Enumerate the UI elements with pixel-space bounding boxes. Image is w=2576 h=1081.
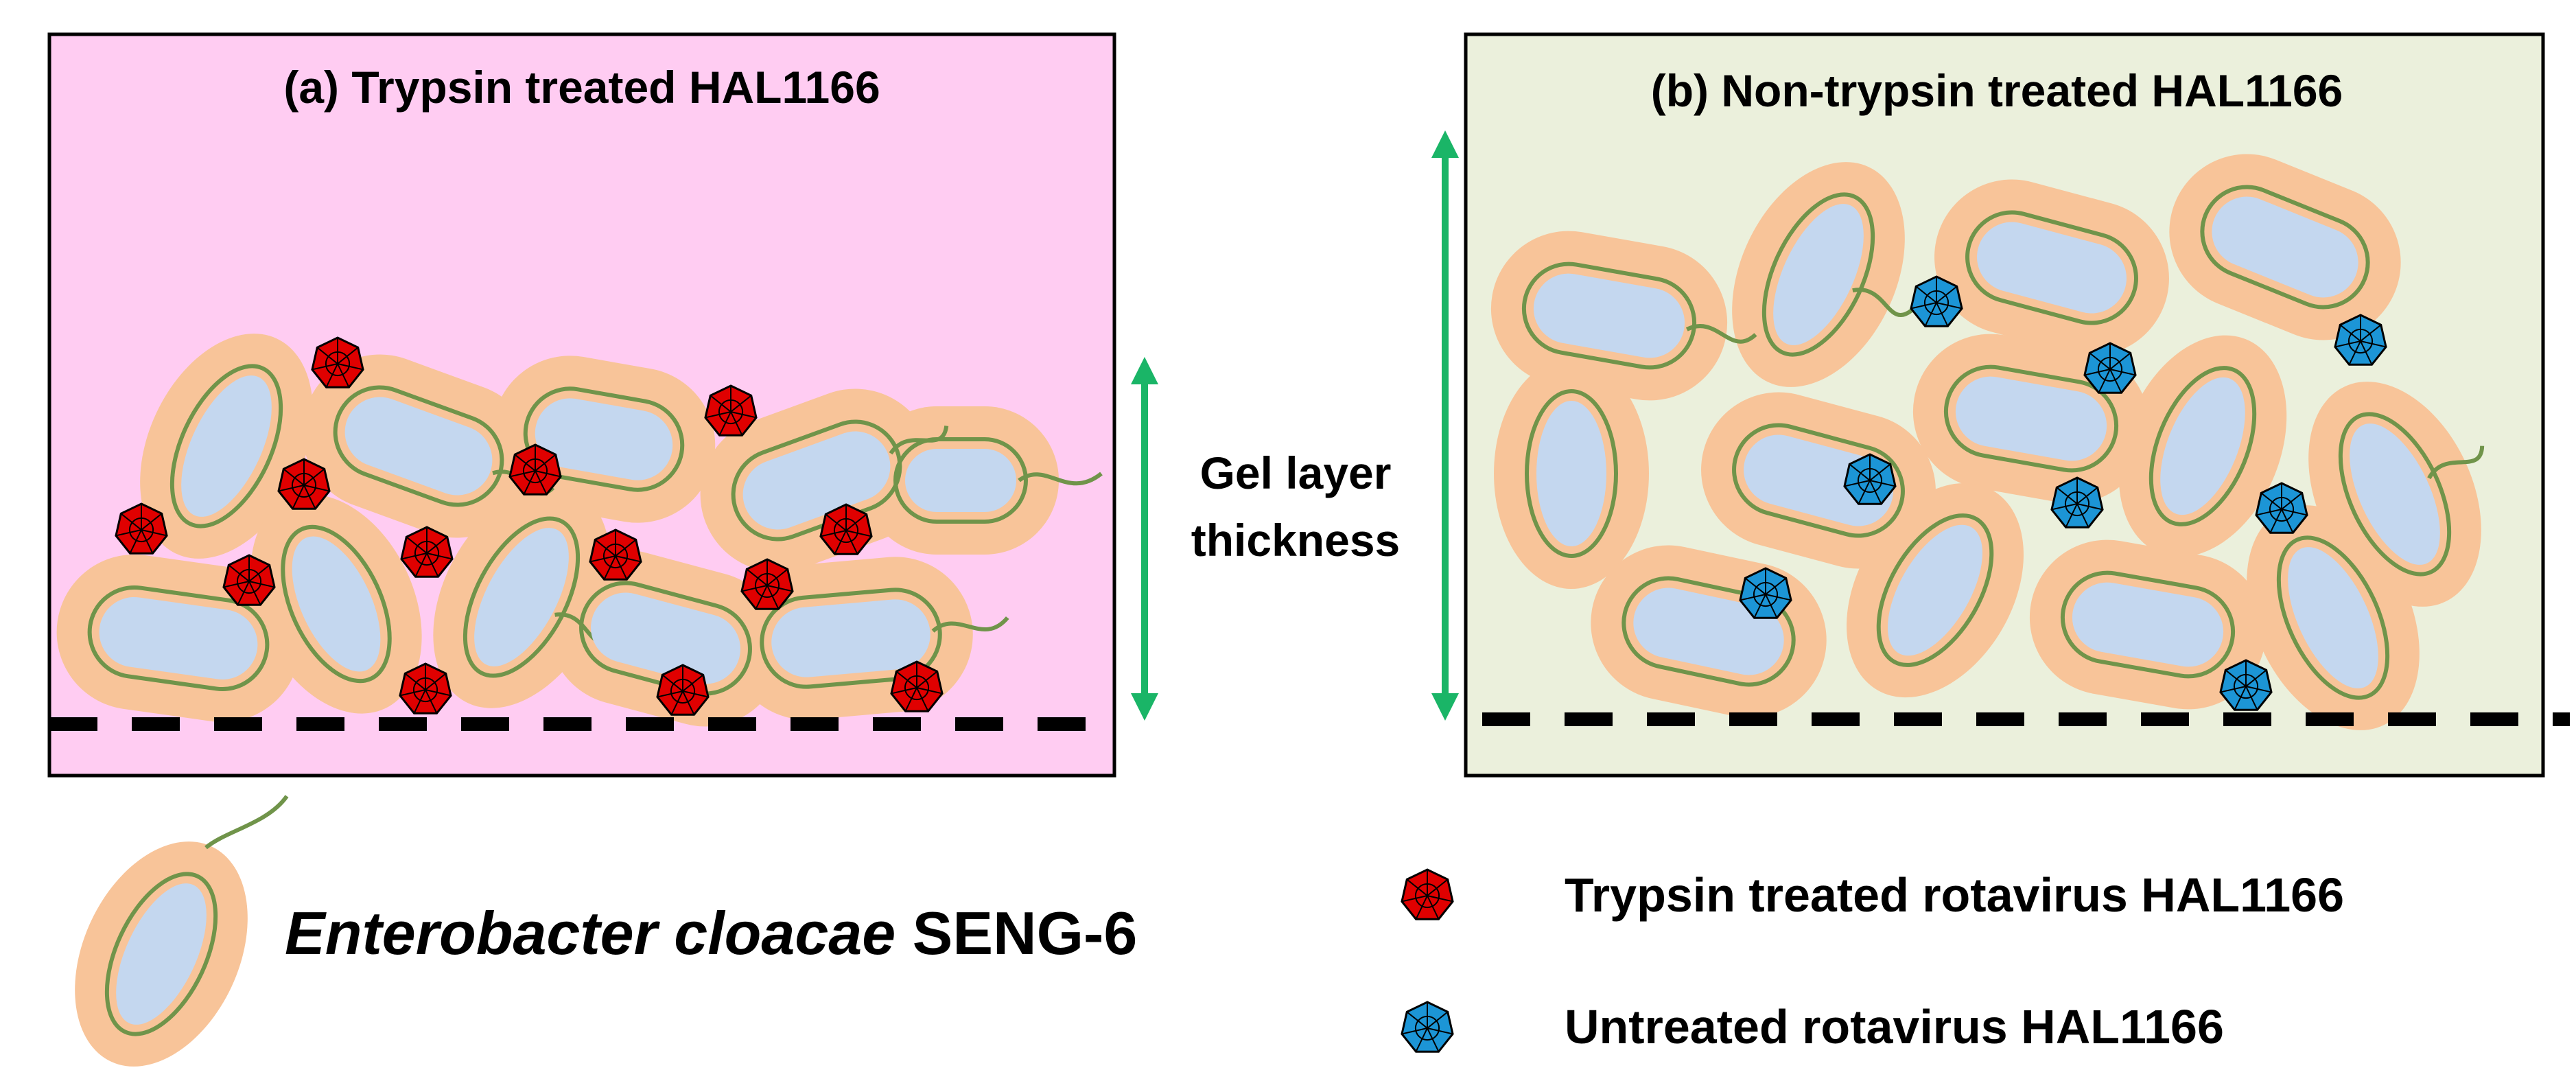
virus-particle — [819, 503, 873, 555]
panel-a-title: (a) Trypsin treated HAL1166 — [283, 62, 880, 113]
virus-particle — [2255, 482, 2308, 534]
virus-particle — [2050, 476, 2104, 528]
virus-particle — [277, 458, 331, 510]
virus-particle — [1401, 868, 1454, 920]
flagellum — [1852, 288, 1913, 317]
flagellum — [2427, 445, 2485, 480]
panel-b-title: (b) Non-trypsin treated HAL1166 — [1651, 65, 2343, 116]
legend-flagellum — [204, 795, 289, 850]
bacterium-cell — [579, 581, 752, 696]
bacterium-cell — [1732, 423, 1905, 538]
bacterium-cell — [523, 386, 685, 492]
virus-particle — [589, 528, 642, 581]
legend-trypsin-virus-label: Trypsin treated rotavirus HAL1166 — [1565, 868, 2344, 922]
virus-particle — [1739, 567, 1792, 619]
flagellum — [1018, 472, 1103, 486]
flagellum — [1685, 324, 1757, 344]
bacterium-cell — [2338, 412, 2485, 577]
gel-label-line1: Gel layer — [1200, 447, 1392, 498]
bacterium-cell — [760, 588, 1009, 689]
bacterium-cell — [1761, 192, 1913, 357]
virus-particle — [1910, 275, 1963, 327]
virus-particle — [2083, 342, 2137, 394]
legend-bacterium-species: Enterobacter cloacae — [285, 899, 895, 967]
legend-untreated-virus-label: Untreated rotavirus HAL1166 — [1565, 1000, 2224, 1054]
bacterium-cell — [87, 585, 270, 692]
bacterium-cell — [1943, 364, 2119, 473]
virus-particle — [400, 526, 454, 578]
virus-particle — [656, 664, 710, 716]
bacterium-cell — [281, 524, 392, 684]
virus-particle — [399, 662, 452, 714]
virus-particle — [740, 558, 794, 610]
gel-label-line2: thickness — [1191, 515, 1400, 566]
legend-bacterium-icon — [75, 795, 289, 1067]
legend-bacterium-label: Enterobacter cloacae SENG-6 — [285, 899, 1137, 967]
bacterium-cell — [2200, 185, 2370, 310]
legend-red-virus-icon — [1401, 868, 1454, 920]
virus-particle — [222, 554, 276, 606]
virus-particle — [115, 502, 168, 555]
flagellum — [931, 616, 1009, 633]
legend-bacterium-strain: SENG-6 — [895, 899, 1137, 967]
virus-particle — [2219, 659, 2273, 711]
bacterium-cell — [1521, 261, 1757, 370]
panel-b-biofilm — [1490, 154, 2485, 730]
bacterium-cell — [1965, 210, 2138, 325]
bacterium-cell — [1621, 576, 1796, 687]
legend-blue-virus-icon — [1401, 1001, 1454, 1053]
bacterium-cell — [2148, 366, 2257, 526]
bacterium-cell — [104, 872, 218, 1036]
panel-a-biofilm — [56, 334, 1103, 727]
virus-particle — [1401, 1001, 1454, 1053]
virus-particle — [2334, 314, 2387, 366]
bacterium-cell — [1876, 513, 1994, 667]
bacterium-cell — [2060, 570, 2236, 679]
virus-particle — [311, 336, 364, 388]
bacterium-cell — [893, 437, 1103, 524]
bacterium-cell — [1525, 389, 1618, 558]
bacterium-cell — [169, 364, 283, 528]
bacterium-cell — [2276, 535, 2390, 700]
virus-particle — [890, 660, 944, 712]
virus-particle — [704, 384, 758, 437]
virus-particle — [508, 443, 562, 496]
virus-particle — [1843, 453, 1897, 505]
